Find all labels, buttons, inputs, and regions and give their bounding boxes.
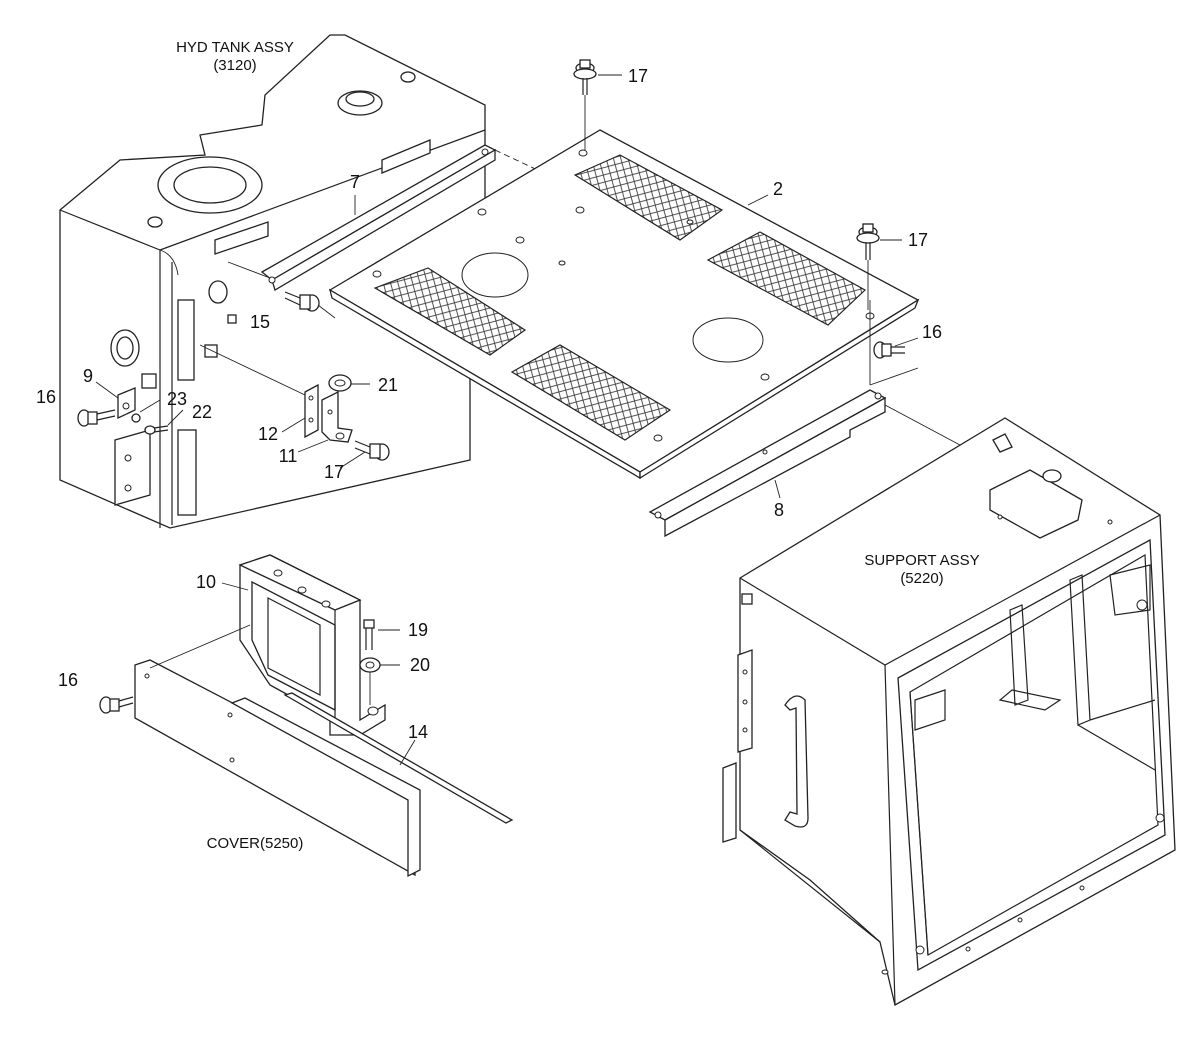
callout-23: 23	[167, 389, 187, 409]
callout-22: 22	[192, 402, 212, 422]
callout-16-cover: 16	[58, 670, 78, 690]
support-assembly	[722, 417, 1176, 1006]
support-assy-title: SUPPORT ASSY	[864, 552, 979, 569]
part-9-bracket	[117, 387, 136, 420]
callout-17-top: 17	[628, 66, 648, 86]
callout-12: 12	[258, 424, 278, 444]
bolt-16-right	[873, 341, 905, 359]
leader-lines	[95, 74, 919, 766]
part-19-bolt	[363, 619, 375, 650]
part-11-bracket	[321, 390, 353, 443]
callout-19: 19	[408, 620, 428, 640]
callout-8: 8	[774, 500, 784, 520]
callout-2: 2	[773, 179, 783, 199]
bolt-17-lower	[354, 440, 390, 461]
support-assy-code: (5220)	[900, 570, 943, 587]
bolt-17-right	[856, 223, 880, 260]
callout-15: 15	[250, 312, 270, 332]
callout-21: 21	[378, 375, 398, 395]
part-8-bracket	[648, 389, 887, 538]
hyd-tank-assy-title: HYD TANK ASSY	[176, 39, 294, 56]
part-10-bracket-frame	[238, 554, 386, 736]
callouts: 17 2 7 17 16 15 9 16 23 22 21 12 11 17 8…	[36, 66, 942, 742]
cover-title: COVER(5250)	[207, 835, 304, 852]
bolt-15	[284, 291, 320, 312]
hyd-tank-assy-code: (3120)	[213, 57, 256, 74]
callout-16-right: 16	[922, 322, 942, 342]
part-14-strip	[283, 692, 514, 824]
callout-7: 7	[350, 172, 360, 192]
callout-10: 10	[196, 572, 216, 592]
cover-assembly	[134, 659, 421, 878]
bolt-17-top	[573, 59, 597, 95]
callout-20: 20	[410, 655, 430, 675]
callout-17-right: 17	[908, 230, 928, 250]
callout-11: 11	[279, 446, 298, 466]
part-2-cover-plate	[328, 129, 920, 480]
callout-14: 14	[408, 722, 428, 742]
part-22-screw	[131, 413, 169, 435]
part-20-washer	[359, 657, 381, 673]
callout-9: 9	[83, 366, 93, 386]
part-21-washer	[328, 374, 352, 392]
part-23-nut	[141, 373, 157, 389]
part-12-plate	[304, 383, 319, 439]
bolt-16-cover	[99, 696, 134, 714]
callout-17-lower: 17	[324, 462, 344, 482]
callout-16-left: 16	[36, 387, 56, 407]
bolt-16-left	[77, 409, 116, 427]
